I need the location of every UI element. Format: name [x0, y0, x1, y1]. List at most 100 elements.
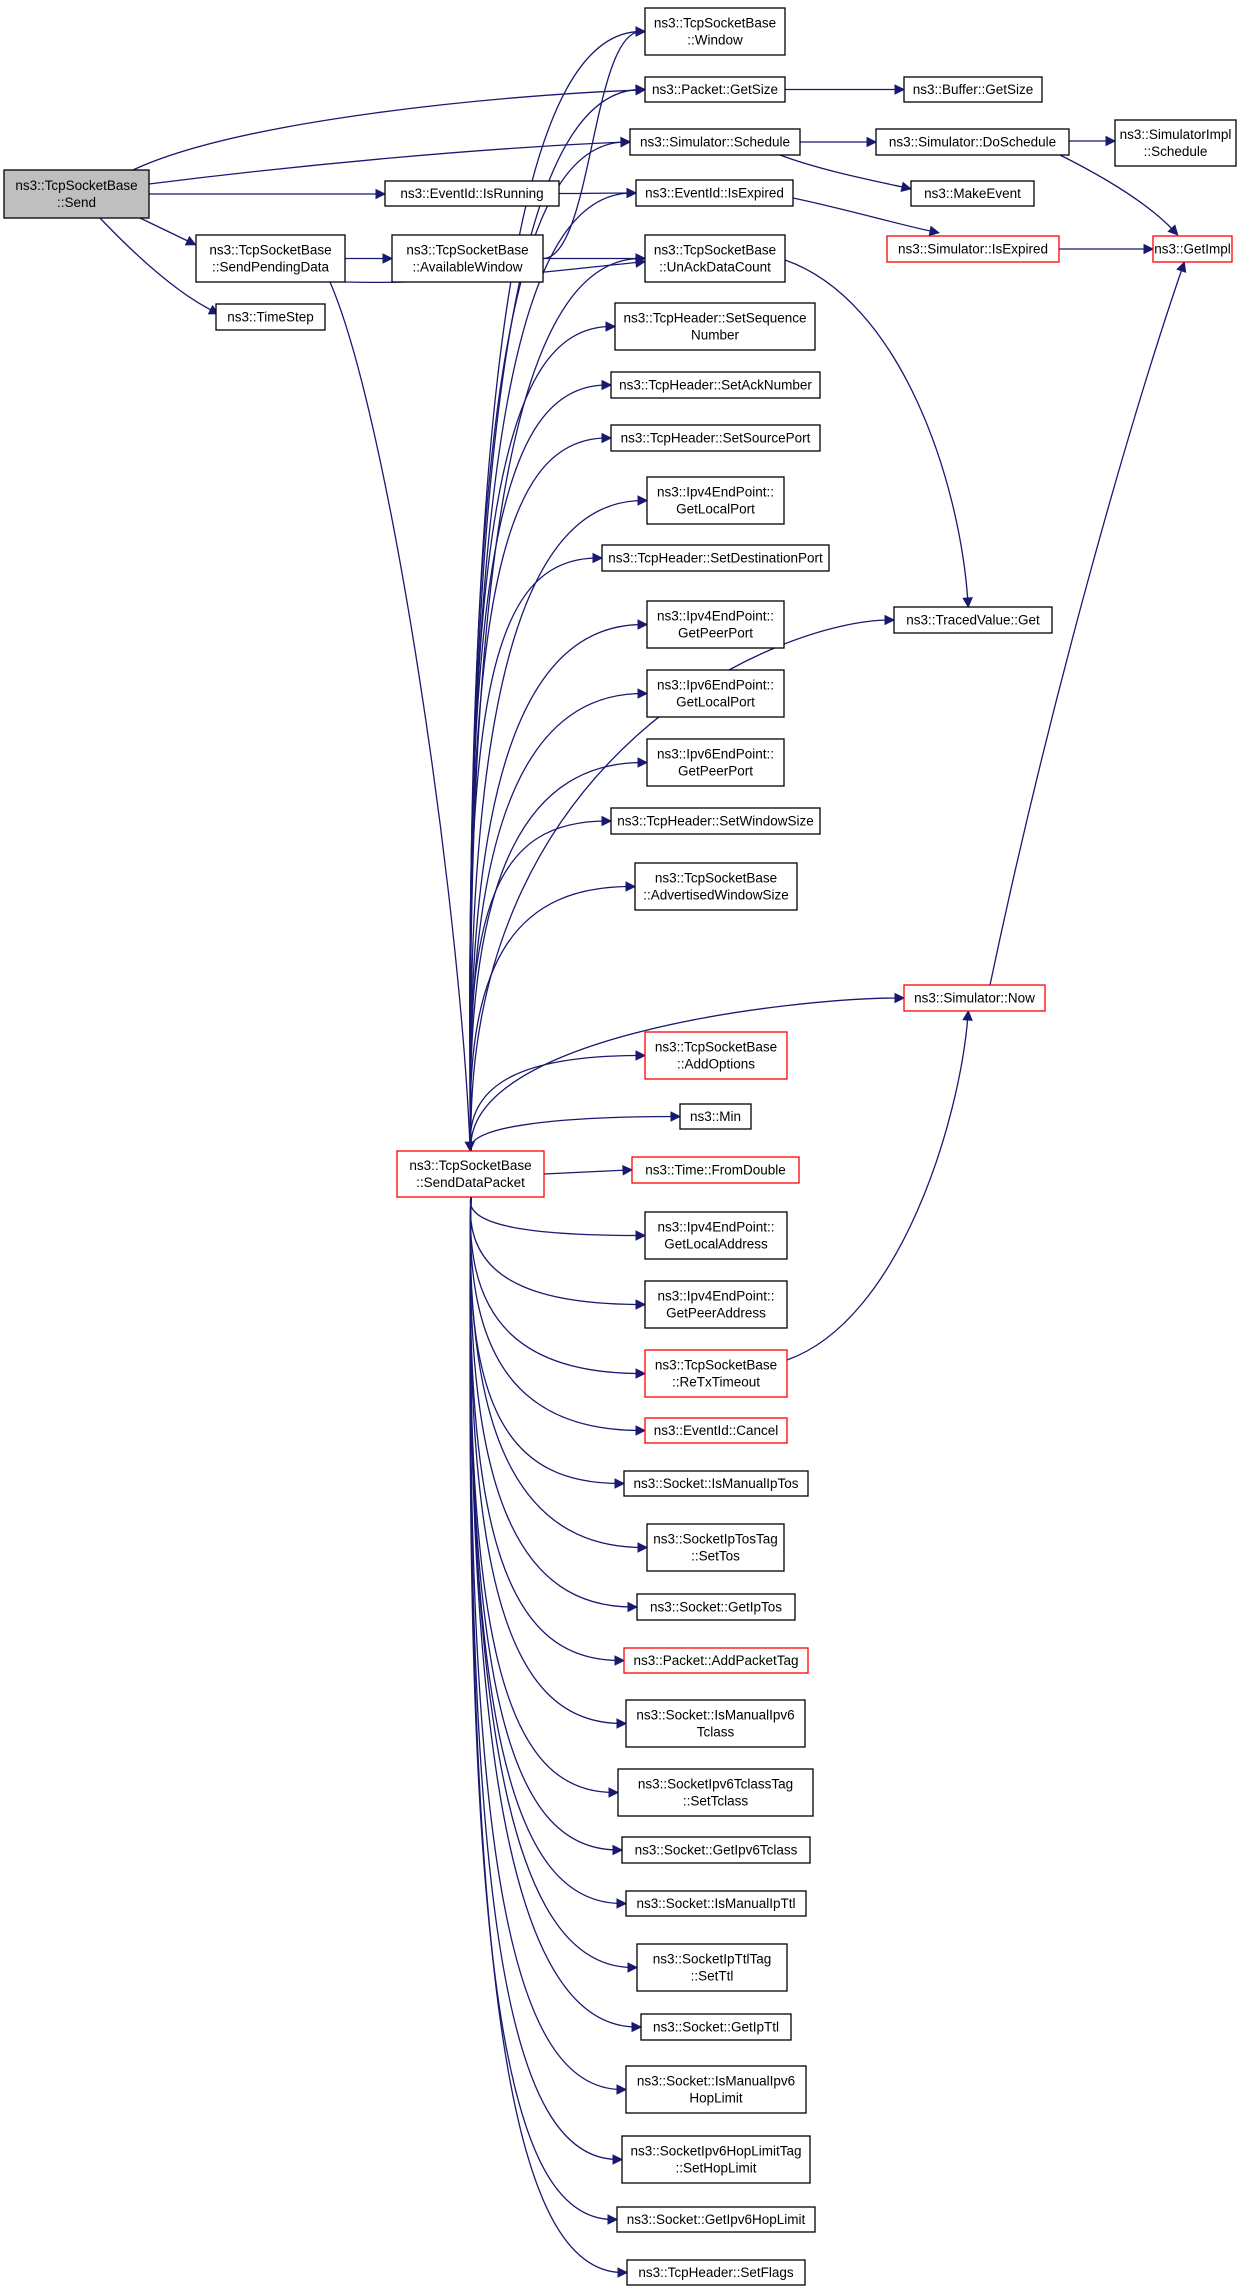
node-advwin[interactable]: ns3::TcpSocketBase::AdvertisedWindowSize [634, 862, 798, 911]
node-label: ns3::EventId::IsExpired [645, 186, 784, 201]
node-box [646, 476, 785, 525]
node-ip6peer[interactable]: ns3::Ipv6EndPoint::GetPeerPort [646, 738, 785, 787]
node-box [3, 169, 150, 219]
node-label: ns3::TcpHeader::SetSequence [623, 311, 806, 326]
node-ip4locaddr[interactable]: ns3::Ipv4EndPoint::GetLocalAddress [644, 1211, 788, 1260]
node-label: ns3::Simulator::DoSchedule [889, 135, 1056, 150]
node-senddata[interactable]: ns3::TcpSocketBase::SendDataPacket [396, 1150, 545, 1198]
edge-sendpending-to-availwin [345, 253, 394, 264]
node-bufsize[interactable]: ns3::Buffer::GetSize [903, 76, 1043, 103]
node-settos[interactable]: ns3::SocketIpTosTag::SetTos [646, 1523, 785, 1572]
node-get6tc[interactable]: ns3::Socket::GetIpv6Tclass [621, 1836, 811, 1864]
edge-senddata-to-retx [469, 1196, 647, 1379]
node-ip4peer[interactable]: ns3::Ipv4EndPoint::GetPeerPort [646, 600, 785, 649]
node-box [631, 1156, 800, 1184]
node-label: GetPeerAddress [666, 1306, 766, 1321]
edge-senddata-to-traced [470, 614, 896, 1152]
node-label: ns3::TcpSocketBase [409, 1158, 531, 1173]
edge-senddata-to-getttl [469, 1196, 643, 2033]
node-box [644, 1417, 788, 1444]
node-setflags[interactable]: ns3::TcpHeader::SetFlags [626, 2259, 806, 2286]
node-getimpl[interactable]: ns3::GetImpl [1152, 235, 1233, 263]
node-label: ns3::Ipv4EndPoint:: [657, 1220, 774, 1235]
edge-senddata-to-now [470, 992, 906, 1152]
node-min[interactable]: ns3::Min [679, 1103, 752, 1130]
node-ismttl[interactable]: ns3::Socket::IsManualIpTtl [625, 1890, 807, 1917]
node-label: ns3::Simulator::IsExpired [898, 242, 1048, 257]
node-cancel[interactable]: ns3::EventId::Cancel [644, 1417, 788, 1444]
edge-now-to-getimpl [989, 261, 1187, 986]
node-implsched[interactable]: ns3::SimulatorImpl::Schedule [1114, 119, 1237, 167]
node-setdst[interactable]: ns3::TcpHeader::SetDestinationPort [601, 544, 830, 572]
node-getttl[interactable]: ns3::Socket::GetIpTtl [640, 2013, 792, 2041]
node-traced[interactable]: ns3::TracedValue::Get [893, 606, 1053, 634]
node-label: ns3::Ipv6EndPoint:: [657, 678, 774, 693]
edge-senddata-to-unack [469, 253, 647, 1152]
node-fromdouble[interactable]: ns3::Time::FromDouble [631, 1156, 800, 1184]
node-label: ::SendDataPacket [416, 1175, 525, 1190]
node-setack[interactable]: ns3::TcpHeader::SetAckNumber [610, 371, 821, 399]
node-settc[interactable]: ns3::SocketIpv6TclassTag::SetTclass [617, 1768, 814, 1817]
node-unack[interactable]: ns3::TcpSocketBase::UnAckDataCount [644, 234, 786, 283]
node-addtag[interactable]: ns3::Packet::AddPacketTag [623, 1647, 809, 1674]
node-box [644, 234, 786, 283]
node-label: ::ReTxTimeout [672, 1375, 760, 1390]
node-ismiptos[interactable]: ns3::Socket::IsManualIpTos [623, 1470, 809, 1497]
node-box [617, 1768, 814, 1817]
node-simexp[interactable]: ns3::Simulator::IsExpired [886, 235, 1060, 263]
node-box [625, 2065, 807, 2114]
node-ip4peeraddr[interactable]: ns3::Ipv4EndPoint::GetPeerAddress [644, 1280, 788, 1329]
node-label: ns3::Ipv4EndPoint:: [657, 1289, 774, 1304]
node-box [636, 1593, 796, 1621]
node-label: Tclass [697, 1725, 735, 1740]
edge-senddata-to-sethl [469, 1196, 624, 2165]
node-ip4loc[interactable]: ns3::Ipv4EndPoint::GetLocalPort [646, 476, 785, 525]
edge-senddata-to-ip6peer [469, 757, 649, 1152]
edge-senddata-to-schedule [469, 136, 632, 1152]
node-isexpired[interactable]: ns3::EventId::IsExpired [635, 179, 794, 207]
edge-senddata-to-ip4peeraddr [469, 1196, 647, 1310]
node-schedule[interactable]: ns3::Simulator::Schedule [629, 128, 801, 156]
node-box [644, 1031, 788, 1080]
node-timestep[interactable]: ns3::TimeStep [215, 303, 326, 331]
node-label: ns3::Packet::AddPacketTag [633, 1653, 798, 1668]
node-getsize[interactable]: ns3::Packet::GetSize [644, 76, 786, 103]
node-setwin[interactable]: ns3::TcpHeader::SetWindowSize [610, 807, 821, 835]
node-box [646, 738, 785, 787]
node-window[interactable]: ns3::TcpSocketBase::Window [644, 7, 786, 56]
node-makeevent[interactable]: ns3::MakeEvent [910, 180, 1035, 207]
node-setsrc[interactable]: ns3::TcpHeader::SetSourcePort [610, 424, 821, 452]
node-box [646, 1523, 785, 1572]
node-addopt[interactable]: ns3::TcpSocketBase::AddOptions [644, 1031, 788, 1080]
edge-send-to-isrunning [149, 188, 387, 200]
node-isrunning[interactable]: ns3::EventId::IsRunning [384, 180, 560, 207]
node-retx[interactable]: ns3::TcpSocketBase::ReTxTimeout [644, 1349, 788, 1398]
node-label: ns3::SocketIpTosTag [653, 1532, 778, 1547]
edge-senddata-to-setwin [469, 815, 613, 1152]
node-send[interactable]: ns3::TcpSocketBase::Send [3, 169, 150, 219]
node-ip6loc[interactable]: ns3::Ipv6EndPoint::GetLocalPort [646, 669, 785, 718]
node-label: ns3::TimeStep [227, 310, 314, 325]
node-now[interactable]: ns3::Simulator::Now [903, 984, 1046, 1012]
edge-senddata-to-isexpired [469, 187, 638, 1152]
node-sendpending[interactable]: ns3::TcpSocketBase::SendPendingData [195, 234, 346, 283]
node-dosched[interactable]: ns3::Simulator::DoSchedule [875, 128, 1070, 156]
node-get6hl[interactable]: ns3::Socket::GetIpv6HopLimit [616, 2206, 816, 2233]
node-label: ns3::Socket::IsManualIpTtl [636, 1896, 795, 1911]
node-availwin[interactable]: ns3::TcpSocketBase::AvailableWindow [391, 234, 544, 283]
edge-senddata-to-settos [469, 1196, 649, 1553]
node-label: ns3::TcpSocketBase [655, 1040, 777, 1055]
node-label: ns3::SimulatorImpl [1120, 127, 1232, 142]
node-setttl[interactable]: ns3::SocketIpTtlTag::SetTtl [636, 1943, 788, 1992]
node-getiptos[interactable]: ns3::Socket::GetIpTos [636, 1593, 796, 1621]
edge-senddata-to-ip4loc [469, 495, 649, 1152]
node-label: ::UnAckDataCount [659, 260, 771, 275]
node-sethl[interactable]: ns3::SocketIpv6HopLimitTag::SetHopLimit [621, 2135, 811, 2184]
node-box [625, 1699, 806, 1748]
node-label: ns3::Socket::GetIpv6HopLimit [627, 2212, 806, 2227]
edge-senddata-to-setflags [469, 1196, 629, 2278]
